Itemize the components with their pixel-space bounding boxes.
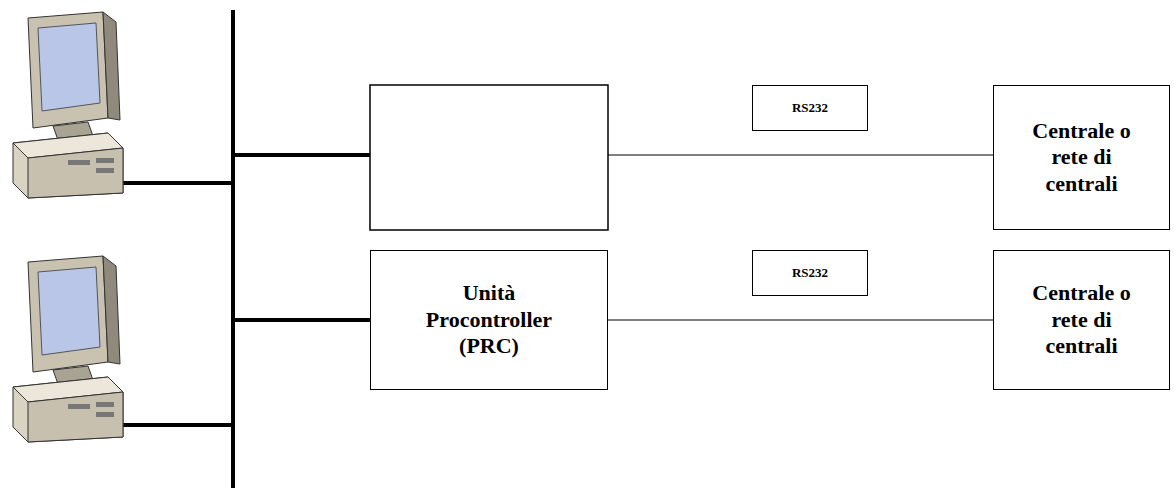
pc-wire <box>118 423 233 427</box>
central-box: Centrale o rete di centrali <box>993 250 1170 390</box>
computer-icon <box>13 12 123 198</box>
serial-line <box>608 319 993 320</box>
central-box: Centrale o rete di centrali <box>993 85 1170 230</box>
box-label: Unità Procontroller (PRC) <box>414 280 564 359</box>
empty-unit-box <box>370 85 608 230</box>
box-label: Centrale o rete di centrali <box>1021 280 1142 359</box>
interface-label-box: RS232 <box>752 85 868 131</box>
box-label: Centrale o rete di centrali <box>1021 118 1142 197</box>
serial-line <box>608 154 993 155</box>
box-label: RS232 <box>792 265 828 281</box>
bus-tap <box>233 318 370 322</box>
pc-wire <box>118 181 233 185</box>
computer-icon <box>13 256 123 442</box>
box-label: RS232 <box>792 100 828 116</box>
procontroller-box: Unità Procontroller (PRC) <box>370 250 608 390</box>
bus-tap <box>233 153 370 157</box>
network-bus <box>231 10 235 488</box>
interface-label-box: RS232 <box>752 250 868 296</box>
